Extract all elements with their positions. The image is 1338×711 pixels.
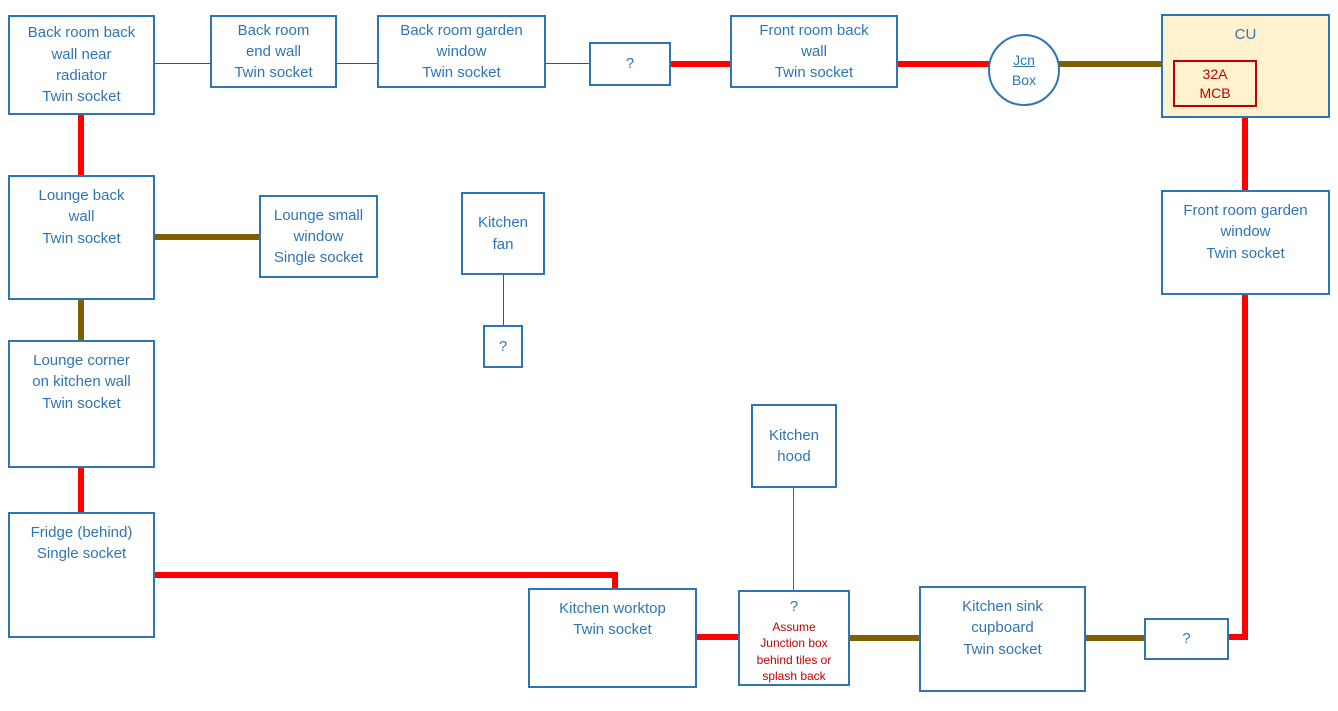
junction-unknown-note: Assume Junction box behind tiles or spla… <box>756 620 832 683</box>
node-unknown-1: ? <box>589 42 671 86</box>
node-lounge-corner: Lounge corner on kitchen wall Twin socke… <box>8 340 155 468</box>
node-back-room-back-wall: Back room back wall near radiator Twin s… <box>8 15 155 115</box>
jcn-box-label-line1: Jcn <box>1013 51 1035 68</box>
node-kitchen-hood: Kitchen hood <box>751 404 837 488</box>
node-kitchen-sink-cupboard: Kitchen sink cupboard Twin socket <box>919 586 1086 692</box>
wire-kitchenfan-to-unknown2 <box>503 275 504 325</box>
wire-loungebackwall-to-smallwindow <box>155 234 259 240</box>
wire-loungecorner-to-fridge <box>78 468 84 512</box>
junction-unknown-label: ? <box>789 598 799 615</box>
wire-frontgardenwindow-riser <box>1242 295 1248 640</box>
node-unknown-3: ? <box>1144 618 1229 660</box>
node-lounge-back-wall: Lounge back wall Twin socket <box>8 175 155 300</box>
node-unknown-2: ? <box>483 325 523 368</box>
node-front-room-back-wall: Front room back wall Twin socket <box>730 15 898 88</box>
wire-backwall-to-loungebackwall <box>78 115 84 175</box>
jcn-box-label-line2: Box <box>1011 72 1037 88</box>
wire-sink-to-unknown3 <box>1086 635 1144 641</box>
node-front-room-garden-window: Front room garden window Twin socket <box>1161 190 1330 295</box>
wire-unknown1-to-frontroomback <box>671 61 730 67</box>
node-junction-unknown: ? Assume Junction box behind tiles or sp… <box>738 590 850 686</box>
wire-fridge-horizontal <box>155 572 618 578</box>
wire-backwall-to-endwall <box>155 63 210 64</box>
node-fridge: Fridge (behind) Single socket <box>8 512 155 638</box>
node-kitchen-fan: Kitchen fan <box>461 192 545 275</box>
wire-worktop-to-junction <box>697 634 738 640</box>
wire-endwall-to-gardenwindow <box>337 63 377 64</box>
wire-unknown3-to-riser <box>1229 634 1248 640</box>
node-back-room-end-wall: Back room end wall Twin socket <box>210 15 337 88</box>
mcb-32a-box: 32A MCB <box>1173 60 1257 107</box>
wire-loungebackwall-to-loungecorner <box>78 300 84 340</box>
wire-junction-to-sink <box>850 635 919 641</box>
node-jcn-box: Jcn Box <box>988 34 1060 106</box>
wire-kitchenhood-to-junction <box>793 488 794 590</box>
node-back-room-garden-window: Back room garden window Twin socket <box>377 15 546 88</box>
wire-fridge-to-worktop <box>612 572 618 588</box>
wire-frontroomback-to-jcnbox <box>898 61 990 67</box>
node-lounge-small-window: Lounge small window Single socket <box>259 195 378 278</box>
node-kitchen-worktop: Kitchen worktop Twin socket <box>528 588 697 688</box>
cu-label: CU <box>1234 26 1257 43</box>
wire-jcnbox-to-cu <box>1059 61 1161 67</box>
node-consumer-unit: CU 32A MCB <box>1161 14 1330 118</box>
wire-cu-to-frontgardenwindow <box>1242 118 1248 190</box>
wire-gardenwindow-to-unknown1 <box>546 63 589 64</box>
